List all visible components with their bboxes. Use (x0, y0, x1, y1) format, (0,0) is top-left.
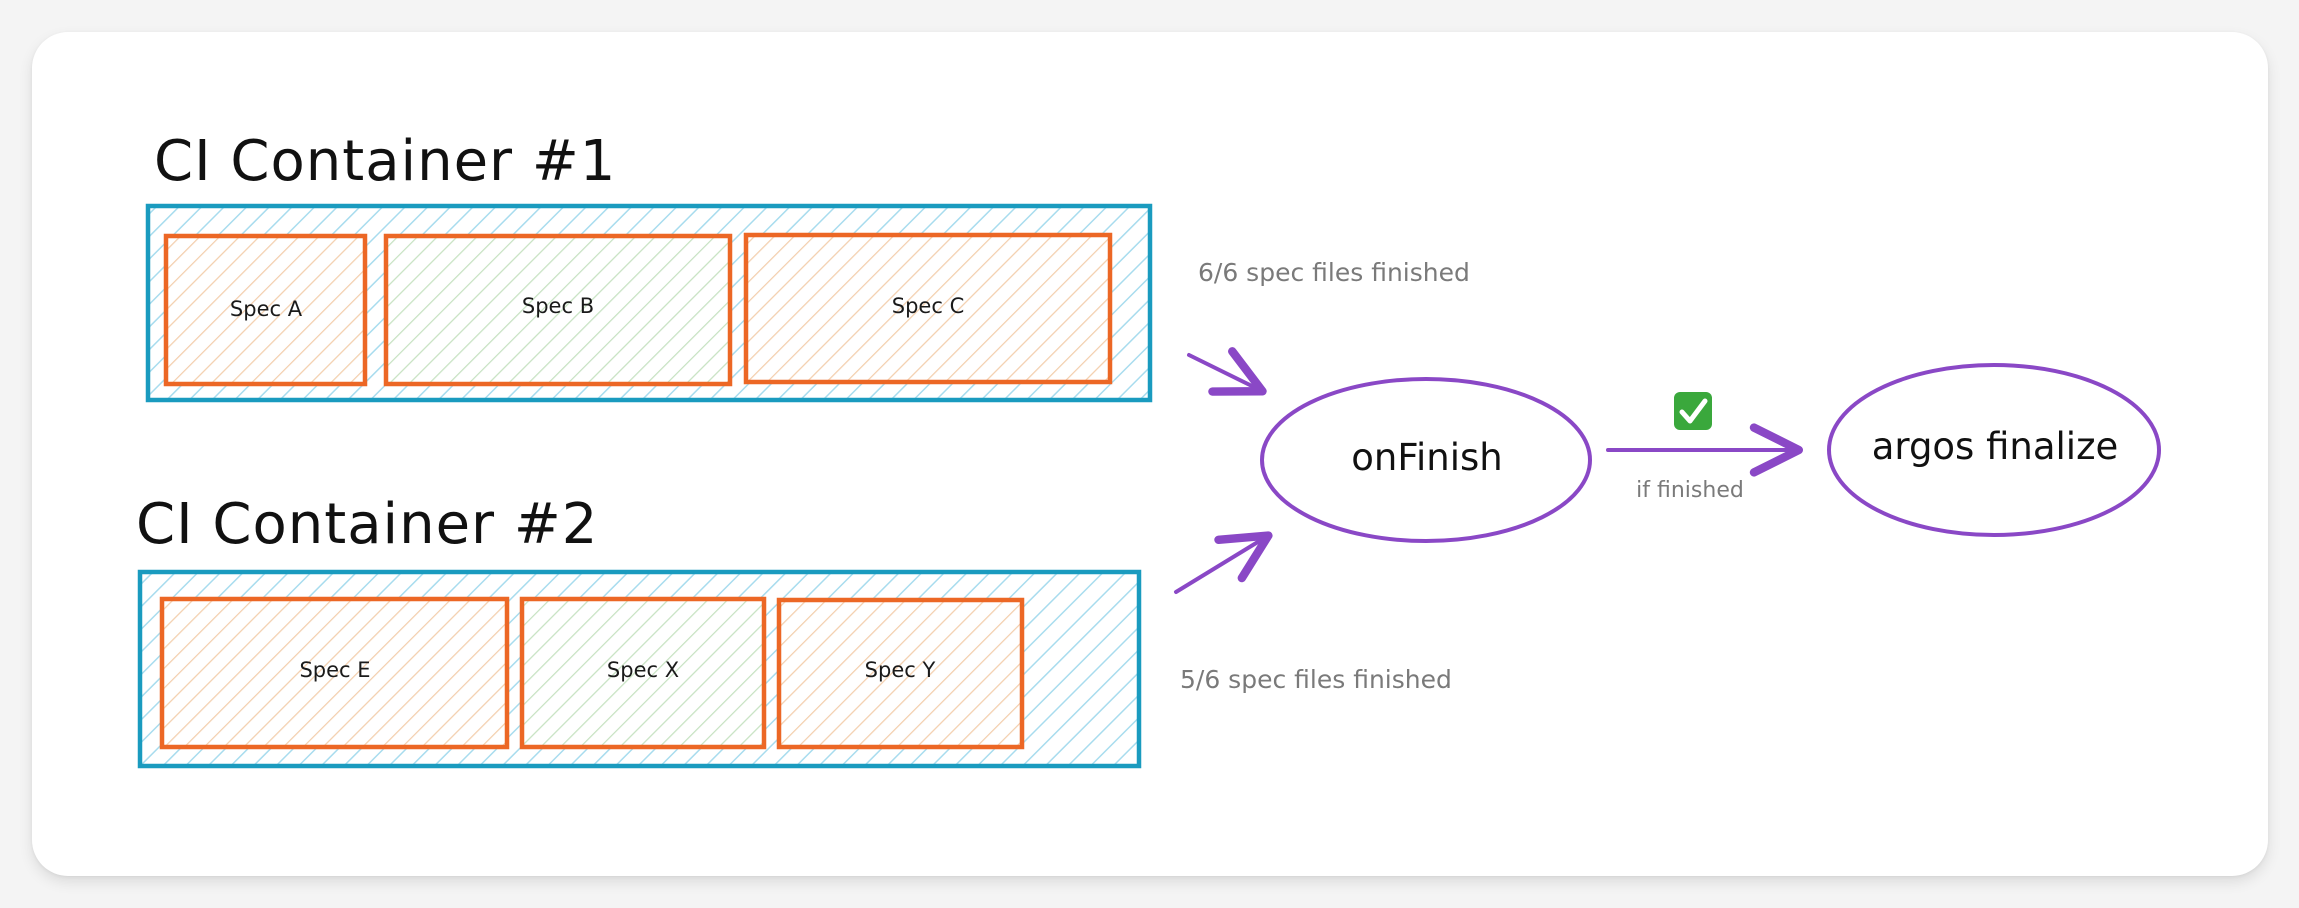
arrow-container-2-to-onfinish (1174, 531, 1273, 594)
container-title: CI Container #1 (154, 129, 616, 194)
onfinish-node: onFinish (1260, 377, 1592, 543)
spec-label: Spec A (230, 297, 303, 321)
spec-label: Spec X (607, 658, 679, 682)
ci-container-1: CI Container #1 Spec A Spec B Spec C (145, 129, 1153, 403)
spec-box-b: Spec B (383, 233, 733, 387)
check-mark-icon (1674, 392, 1712, 430)
spec-label: Spec C (892, 294, 964, 318)
spec-box-a: Spec A (163, 233, 368, 387)
spec-box-x: Spec X (519, 596, 767, 750)
container-1-status: 6/6 spec files finished (1198, 258, 1470, 287)
container-title: CI Container #2 (136, 492, 598, 557)
spec-box-c: Spec C (743, 232, 1113, 385)
edge-label: if finished (1636, 478, 1744, 503)
spec-box-e: Spec E (159, 596, 510, 750)
ci-container-2: CI Container #2 Spec E Spec X Spec Y (136, 492, 1142, 769)
spec-label: Spec B (522, 294, 594, 318)
argos-finalize-label: argos finalize (1872, 425, 2119, 468)
arrow-container-1-to-onfinish (1187, 347, 1267, 396)
container-2-status: 5/6 spec files finished (1180, 665, 1452, 694)
spec-label: Spec Y (865, 658, 936, 682)
onfinish-label: onFinish (1351, 436, 1502, 479)
argos-finalize-node: argos finalize (1827, 363, 2161, 537)
spec-box-y: Spec Y (776, 597, 1025, 750)
spec-label: Spec E (299, 658, 370, 682)
